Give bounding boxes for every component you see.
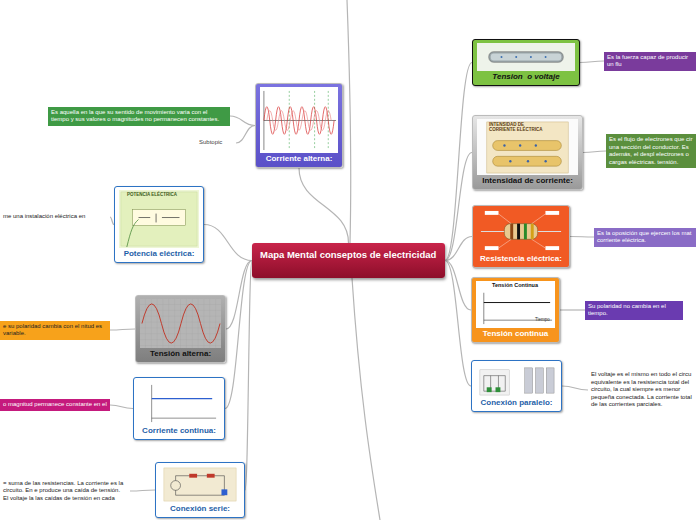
topic-caption: Tensión continua [474, 330, 557, 339]
branch-connector [583, 151, 606, 153]
power-formula-picture [119, 190, 199, 248]
note-text: Es la oposición que ejercen los mat corr… [597, 230, 693, 245]
ac-voltage-plot [140, 299, 221, 348]
note-text: Es aquella en la que su sentido de movim… [51, 109, 227, 124]
branch-connector [562, 386, 588, 390]
topic-caption: Potencia eléctrica: [117, 250, 201, 259]
parallel-circuit-picture [476, 364, 557, 397]
note-box: = suma de las resistencias. La corriente… [0, 478, 130, 505]
branch-connector [570, 236, 594, 238]
note-box: Su polaridad no cambia en el tiempo. [585, 301, 683, 320]
chart-title: Tensión Continua [492, 282, 538, 288]
note-box: Es la fuerza capaz de producir un flu [604, 52, 696, 71]
image-topic-box: Conexión paralelo: [471, 360, 562, 412]
topic-caption: Corriente continua: [136, 427, 222, 436]
image-topic-box: Corriente continua: [133, 377, 225, 440]
branch-connector [445, 261, 471, 387]
image-topic-box: Resistencia eléctrica: [472, 205, 570, 268]
note-text: Es el flujo de electrones que cir una se… [609, 136, 693, 166]
note-text: = suma de las resistencias. La corriente… [3, 480, 127, 503]
branch-connector [236, 126, 255, 144]
picture-caption: POTENCIA ELÉCTRICA [127, 193, 177, 198]
image-topic-box: Intensidad de corriente: [472, 115, 583, 190]
branch-connector [230, 116, 255, 126]
picture-caption: INTENSIDAD DE CORRIENTE ELÉCTRICA [489, 123, 551, 133]
branch-connector [226, 261, 252, 330]
image-topic-box: Conexión serie: [155, 462, 245, 518]
image-topic-box: Tensión alterna: [135, 295, 226, 363]
note-text: Su polaridad no cambia en el tiempo. [588, 303, 680, 318]
topic-caption: Tensión alterna: [138, 350, 223, 359]
note-box: El voltaje es el mismo en todo el circu … [588, 369, 696, 411]
central-topic: Mapa Mental conseptos de electricidad [252, 243, 445, 278]
resistor-symbol [477, 209, 565, 253]
note-box: e su polaridad cambia con el nitud es va… [0, 321, 110, 340]
note-text: Subtopic [199, 139, 233, 147]
branch-connector [445, 63, 472, 261]
branch-connector [204, 225, 252, 261]
note-box: Es aquella en la que su sentido de movim… [48, 107, 230, 126]
note-text: me una instalación eléctrica en [3, 213, 107, 221]
cable-picture [477, 43, 575, 71]
note-box: Es la oposición que ejercen los mat corr… [594, 228, 696, 247]
note-box: Es el flujo de electrones que cir una se… [606, 134, 696, 168]
note-text: e su polaridad cambia con el nitud es va… [3, 323, 107, 338]
branch-connector [245, 261, 252, 491]
axis-label: Tiempo [535, 318, 550, 323]
note-text: El voltaje es el mismo en todo el circu … [591, 371, 693, 409]
branch-connector [580, 61, 604, 63]
branch-connector [560, 310, 585, 311]
central-title: Mapa Mental conseptos de electricidad [260, 249, 437, 261]
ac-current-plot [260, 87, 338, 153]
note-box: o magnitud permanece constante en el [0, 399, 110, 411]
branch-connector [445, 237, 472, 261]
topic-caption: Conexión paralelo: [474, 399, 559, 408]
series-circuit-picture [160, 466, 240, 503]
note-text: o magnitud permanece constante en el [3, 401, 107, 409]
branch-connector [110, 405, 133, 409]
topic-caption: Corriente alterna: [258, 155, 340, 164]
image-topic-box: Corriente alterna: [255, 83, 343, 168]
dc-current-plot [138, 381, 220, 425]
image-topic-box: Potencia eléctrica: [114, 186, 204, 263]
branch-connector [130, 490, 155, 491]
topic-caption: Intensidad de corriente: [475, 177, 580, 186]
note-box: Subtopic [196, 137, 236, 149]
branch-connector [110, 329, 135, 330]
topic-caption: Tension o voltaje [475, 73, 577, 82]
topic-caption: Conexión serie: [158, 505, 242, 514]
branch-connector [445, 261, 471, 311]
topic-caption: Resistencia eléctrica: [475, 255, 567, 264]
branch-connector [299, 168, 349, 243]
branch-connector [445, 153, 472, 261]
image-topic-box: Tension o voltaje [472, 39, 580, 86]
note-box: me una instalación eléctrica en [0, 211, 110, 223]
note-text: Es la fuerza capaz de producir un flu [607, 54, 693, 69]
